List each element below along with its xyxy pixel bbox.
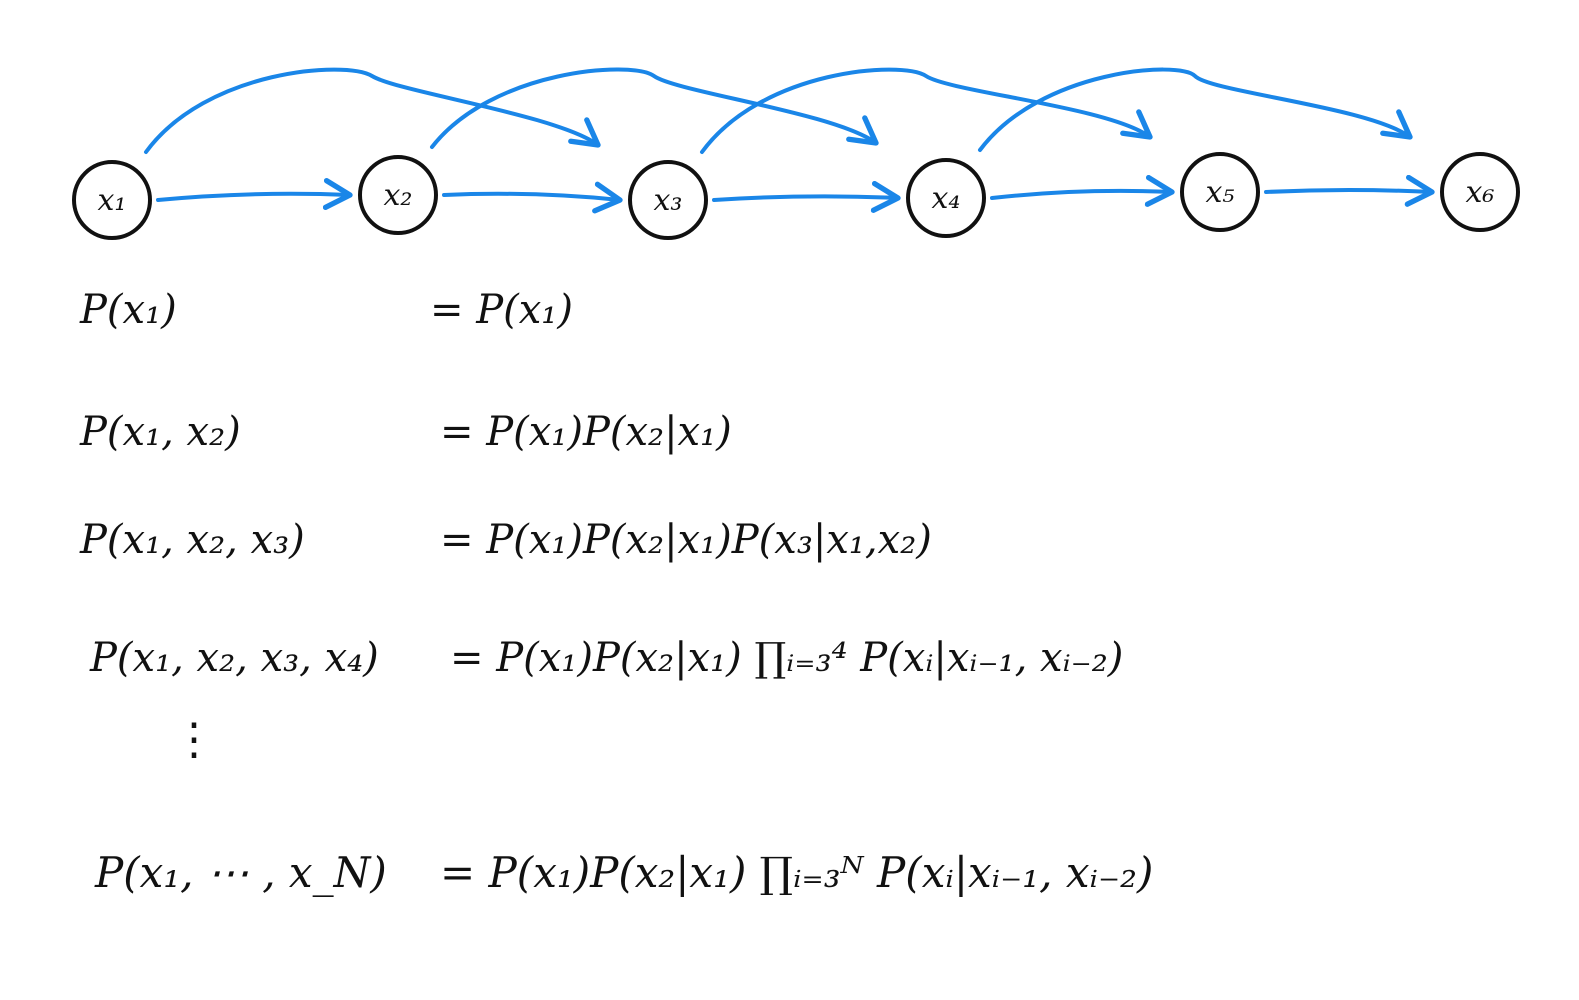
node-circle-x5 [1180, 152, 1260, 232]
node-x4: x₄ [906, 158, 986, 238]
edges-layer [144, 67, 1435, 214]
node-label-x6: x₆ [1466, 175, 1495, 210]
edge-x4-x6 [978, 67, 1413, 152]
edge-x3-x4 [712, 180, 901, 213]
node-circle-x4 [906, 158, 986, 238]
node-label-x5: x₅ [1206, 175, 1235, 210]
node-x6: x₆ [1440, 152, 1520, 232]
nodes-layer: x₁ x₂ x₃ x₄ x₅ x₆ [72, 152, 1520, 240]
equation-4-rhs: = P(x₁)P(x₂|x₁) ∏ᵢ₌₃⁴ P(xᵢ|xᵢ₋₁, xᵢ₋₂) [450, 635, 1124, 681]
equation-5-lhs: P(x₁, ⋯ , x_N) [95, 848, 387, 897]
edge-x1-x3 [144, 67, 601, 154]
edge-x3-x5 [700, 67, 1153, 154]
equation-1-rhs: = P(x₁) [430, 287, 573, 333]
equation-5-rhs: = P(x₁)P(x₂|x₁) ∏ᵢ₌₃ᴺ P(xᵢ|xᵢ₋₁, xᵢ₋₂) [440, 848, 1154, 897]
node-label-x2: x₂ [384, 178, 413, 213]
equation-3-rhs: = P(x₁)P(x₂|x₁)P(x₃|x₁,x₂) [440, 517, 932, 563]
node-x3: x₃ [628, 160, 708, 240]
equation-2-rhs: = P(x₁)P(x₂|x₁) [440, 409, 732, 455]
vertical-ellipsis: ⋮ [172, 714, 216, 765]
node-label-x3: x₃ [654, 183, 683, 218]
equation-1-lhs: P(x₁) [80, 287, 177, 333]
node-x1: x₁ [72, 160, 152, 240]
edge-x1-x2 [156, 178, 353, 210]
node-circle-x3 [628, 160, 708, 240]
node-x2: x₂ [358, 155, 438, 235]
dependency-graph: x₁ x₂ x₃ x₄ x₅ x₆ [72, 67, 1520, 240]
equation-4-lhs: P(x₁, x₂, x₃, x₄) [90, 635, 379, 681]
node-circle-x6 [1440, 152, 1520, 232]
equation-2-lhs: P(x₁, x₂) [80, 409, 241, 455]
edge-x2-x4 [430, 67, 879, 149]
node-x5: x₅ [1180, 152, 1260, 232]
edge-x2-x3 [442, 181, 623, 214]
node-circle-x1 [72, 160, 152, 240]
node-circle-x2 [358, 155, 438, 235]
equation-3-lhs: P(x₁, x₂, x₃) [80, 517, 305, 563]
node-label-x4: x₄ [932, 181, 961, 216]
edge-x4-x5 [990, 174, 1175, 207]
node-label-x1: x₁ [98, 183, 127, 218]
edge-x5-x6 [1264, 174, 1435, 207]
